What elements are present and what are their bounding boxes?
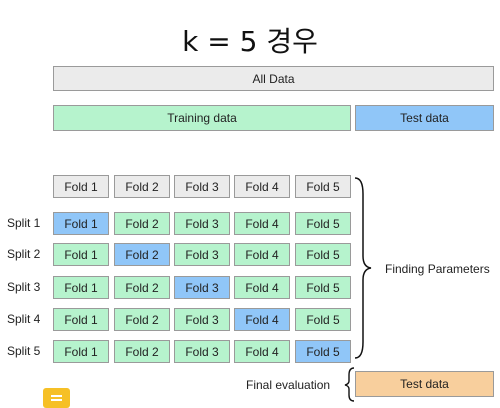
- test-data-bar: Test data: [355, 105, 494, 131]
- training-fold: Fold 1: [53, 243, 109, 266]
- validation-fold: Fold 5: [295, 340, 351, 363]
- finding-parameters-label: Finding Parameters: [385, 262, 490, 276]
- validation-fold: Fold 1: [53, 212, 109, 235]
- training-fold: Fold 1: [53, 340, 109, 363]
- split-label-5: Split 5: [7, 344, 41, 358]
- training-data-bar: Training data: [53, 105, 351, 131]
- fold-header-2: Fold 2: [114, 175, 170, 198]
- fold-header-4: Fold 4: [234, 175, 290, 198]
- final-test-data-box: Test data: [355, 371, 494, 397]
- training-fold: Fold 3: [174, 340, 230, 363]
- split-label-2: Split 2: [7, 247, 41, 261]
- fold-header-1: Fold 1: [53, 175, 109, 198]
- document-icon: [43, 388, 70, 408]
- training-fold: Fold 4: [234, 243, 290, 266]
- final-evaluation-brace: [344, 367, 355, 402]
- split-label-3: Split 3: [7, 280, 41, 294]
- validation-fold: Fold 3: [174, 276, 230, 299]
- training-fold: Fold 4: [234, 276, 290, 299]
- training-fold: Fold 4: [234, 340, 290, 363]
- training-fold: Fold 2: [114, 276, 170, 299]
- training-fold: Fold 5: [295, 243, 351, 266]
- training-fold: Fold 2: [114, 308, 170, 331]
- diagram-title: k = 5 경우: [182, 25, 318, 58]
- training-fold: Fold 4: [234, 212, 290, 235]
- training-fold: Fold 5: [295, 276, 351, 299]
- fold-header-3: Fold 3: [174, 175, 230, 198]
- training-fold: Fold 5: [295, 308, 351, 331]
- split-label-4: Split 4: [7, 312, 41, 326]
- training-fold: Fold 5: [295, 212, 351, 235]
- validation-fold: Fold 4: [234, 308, 290, 331]
- training-fold: Fold 1: [53, 276, 109, 299]
- validation-fold: Fold 2: [114, 243, 170, 266]
- training-fold: Fold 1: [53, 308, 109, 331]
- training-fold: Fold 2: [114, 212, 170, 235]
- finding-parameters-brace: [354, 177, 372, 359]
- training-fold: Fold 3: [174, 308, 230, 331]
- fold-header-5: Fold 5: [295, 175, 351, 198]
- training-fold: Fold 3: [174, 212, 230, 235]
- training-fold: Fold 3: [174, 243, 230, 266]
- all-data-bar: All Data: [53, 66, 494, 91]
- final-evaluation-label: Final evaluation: [246, 378, 331, 392]
- split-label-1: Split 1: [7, 216, 41, 230]
- training-fold: Fold 2: [114, 340, 170, 363]
